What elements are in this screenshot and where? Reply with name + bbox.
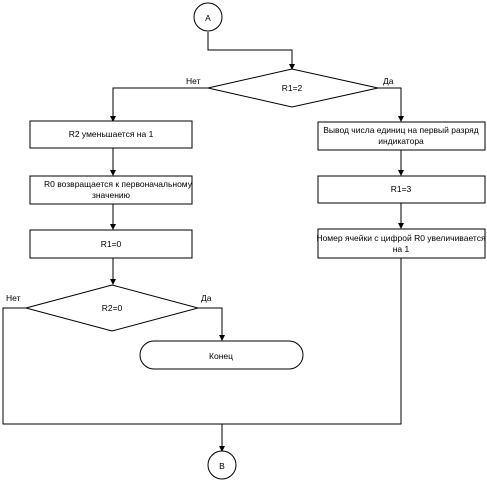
decision-r1-label: R1=2	[282, 83, 303, 93]
decision-r1: R1=2	[207, 68, 379, 108]
process-cell-increment-line1: Номер ячейки с цифрой R0 увеличивается	[316, 233, 486, 243]
r1-no-label: Нет	[186, 76, 201, 86]
process-cell-increment-line2: на 1	[393, 244, 410, 254]
process-r1-zero-label: R1=0	[101, 239, 122, 249]
process-r2-decrement-label: R2 уменьшается на 1	[69, 129, 154, 139]
process-output-digits-line1: Вывод числа единиц на первый разряд	[323, 125, 479, 135]
terminator-end-label: Конец	[209, 351, 233, 361]
end-connector-label: B	[219, 461, 225, 471]
edge-start-to-r1	[207, 32, 295, 70]
process-r0-reset: R0 возвращается к первоначальному значен…	[29, 175, 193, 205]
process-r1-three-label: R1=3	[391, 184, 412, 194]
process-r1-three: R1=3	[317, 175, 486, 204]
decision-r2-label: R2=0	[102, 303, 123, 313]
start-connector-label: A	[205, 13, 211, 23]
start-connector: A	[193, 2, 223, 32]
r1-yes-label: Да	[383, 76, 394, 86]
process-r1-zero: R1=0	[29, 229, 193, 259]
edge-r2-no	[2, 307, 222, 425]
edge-r2-yes	[198, 307, 225, 341]
process-r2-decrement: R2 уменьшается на 1	[29, 120, 193, 149]
process-output-digits-line2: индикатора	[378, 136, 424, 146]
process-output-digits: Вывод числа единиц на первый разряд инди…	[317, 121, 486, 151]
decision-r2: R2=0	[24, 284, 200, 332]
r2-yes-label: Да	[201, 293, 212, 303]
end-connector: B	[207, 450, 237, 480]
process-r0-reset-line1: R0 возвращается к первоначальному	[44, 179, 193, 189]
edge-r1-yes	[378, 87, 404, 122]
edge-right-step3-to-end	[219, 258, 402, 452]
process-cell-increment: Номер ячейки с цифрой R0 увеличивается н…	[316, 228, 486, 259]
r2-no-label: Нет	[6, 293, 21, 303]
process-r0-reset-line2: значению	[92, 190, 131, 200]
connector-lines	[2, 32, 404, 452]
edge-r1-no	[110, 87, 208, 122]
terminator-end: Конец	[139, 340, 304, 370]
